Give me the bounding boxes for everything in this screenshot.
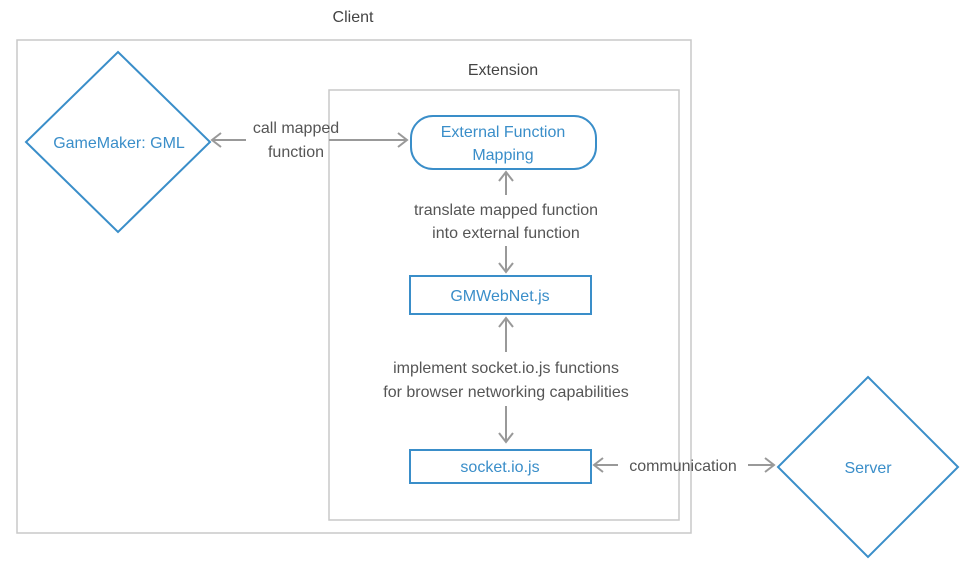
socketio-label: socket.io.js <box>460 459 539 476</box>
server-label: Server <box>844 460 892 477</box>
socketio-node <box>409 449 592 484</box>
communication-edge <box>592 457 776 473</box>
extension-container <box>328 89 680 521</box>
external-mapping-line1: External Function <box>441 124 566 141</box>
gamemaker-node <box>24 50 212 234</box>
call-mapped-line1: call mapped <box>253 120 339 137</box>
client-title: Client <box>333 9 374 26</box>
implement-line1: implement socket.io.js functions <box>393 360 619 377</box>
gmwebnet-label: GMWebNet.js <box>450 288 549 305</box>
translate-edge <box>498 170 514 274</box>
communication-label: communication <box>629 458 737 475</box>
translate-line1: translate mapped function <box>414 202 598 219</box>
server-node <box>776 375 960 559</box>
extension-title: Extension <box>468 62 538 79</box>
call-mapped-edge <box>210 132 409 148</box>
gamemaker-label: GameMaker: GML <box>53 135 185 152</box>
call-mapped-line2: function <box>268 144 324 161</box>
external-mapping-node <box>410 115 597 170</box>
translate-line2: into external function <box>432 225 580 242</box>
external-mapping-line2: Mapping <box>472 147 533 164</box>
implement-line2: for browser networking capabilities <box>383 384 628 401</box>
gmwebnet-node <box>409 275 592 315</box>
client-container <box>16 39 692 534</box>
implement-edge <box>498 316 514 444</box>
